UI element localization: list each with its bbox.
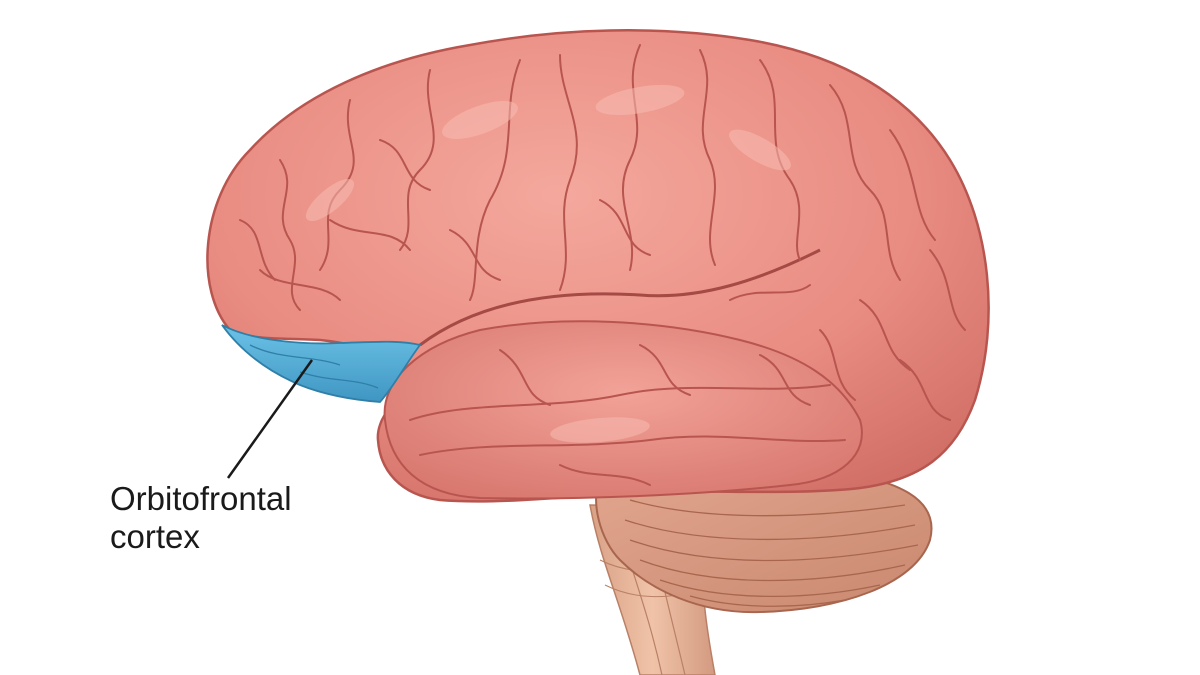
orbitofrontal-cortex-label: Orbitofrontal cortex [110,480,292,556]
orbitofrontal-region [221,324,422,403]
cerebellum [595,464,933,614]
label-line-2: cortex [110,518,200,555]
cerebrum [206,29,990,503]
label-line-1: Orbitofrontal [110,480,292,517]
callout-line [226,359,314,479]
